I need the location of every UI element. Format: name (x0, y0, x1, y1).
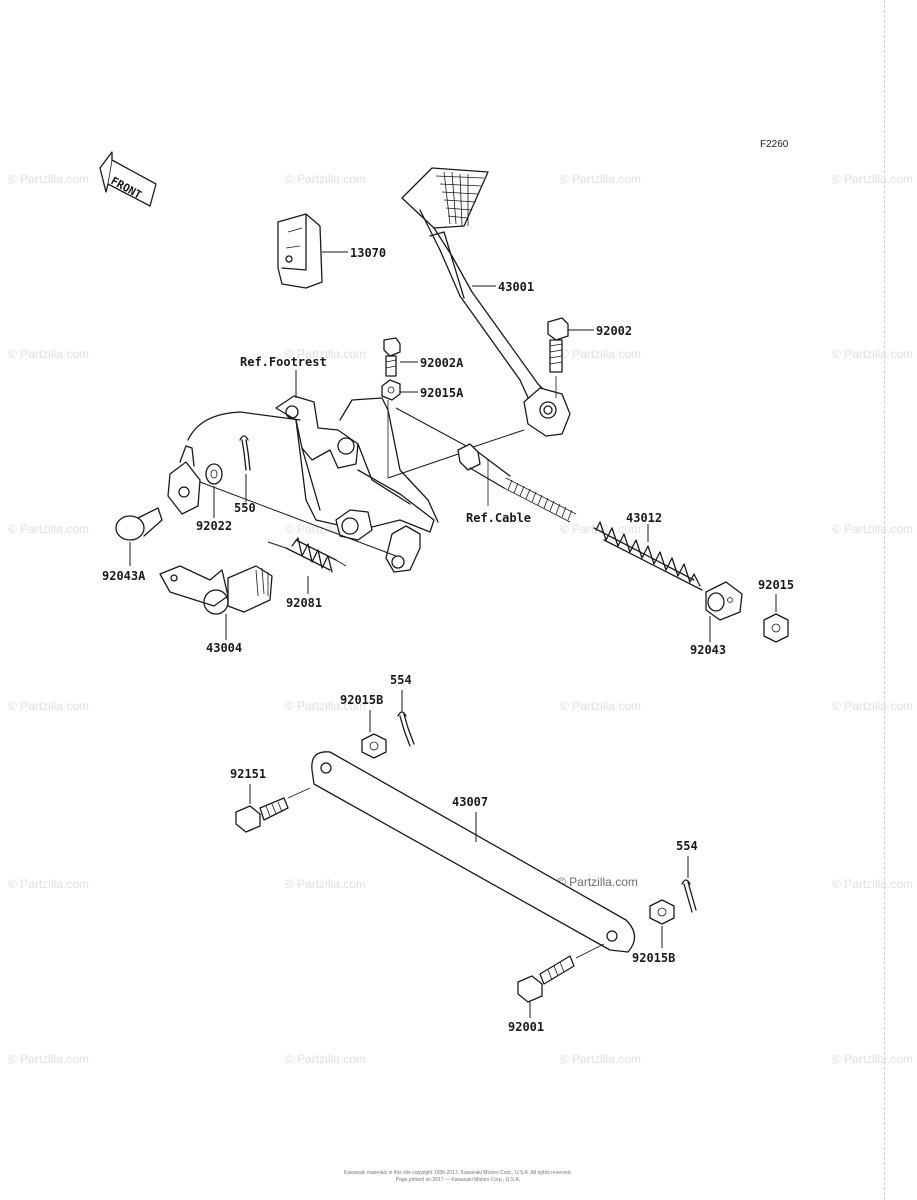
spring-92081 (267, 537, 347, 573)
bolt-92151 (235, 797, 289, 833)
nut-92015A (381, 379, 401, 401)
bolt-92002 (547, 317, 569, 373)
label-554-right: 554 (676, 839, 698, 853)
watermark: © Partzilla.com (832, 347, 913, 361)
nut-92015B-right (649, 899, 675, 925)
label-43004: 43004 (206, 641, 242, 655)
label-550: 550 (234, 501, 256, 515)
watermark: © Partzilla.com (560, 1052, 641, 1066)
watermark: © Partzilla.com (832, 172, 913, 186)
watermark: © Partzilla.com (8, 1052, 89, 1066)
label-92015: 92015 (758, 578, 794, 592)
brake-rod (457, 443, 577, 523)
brake-pedal-43001 (401, 167, 571, 437)
watermark: © Partzilla.com (8, 877, 89, 891)
watermark: © Partzilla.com (560, 699, 641, 713)
watermark: © Partzilla.com (8, 699, 89, 713)
bolt-92002A (383, 337, 401, 377)
page-edge-rule (884, 0, 885, 1200)
label-43012: 43012 (626, 511, 662, 525)
watermark: © Partzilla.com (8, 172, 89, 186)
pin-92043 (705, 581, 743, 621)
switch-clevis (167, 411, 397, 557)
bolt-92001 (517, 955, 575, 1003)
washer-92022 (205, 463, 223, 485)
label-13070: 13070 (350, 246, 386, 260)
label-92015B-right: 92015B (632, 951, 675, 965)
watermark-center: © Partzilla.com (557, 875, 638, 889)
label-92002A: 92002A (420, 356, 464, 370)
watermark: © Partzilla.com (285, 877, 366, 891)
label-92015B-top: 92015B (340, 693, 383, 707)
watermark: © Partzilla.com (285, 699, 366, 713)
watermark: © Partzilla.com (285, 172, 366, 186)
watermark: © Partzilla.com (560, 172, 641, 186)
label-43007: 43007 (452, 795, 488, 809)
watermark: © Partzilla.com (832, 699, 913, 713)
watermark-grid: © Partzilla.com © Partzilla.com © Partzi… (8, 172, 913, 1066)
cotter-pin-554-top (397, 711, 415, 747)
cotter-pin-554-right (681, 879, 697, 913)
label-92001: 92001 (508, 1020, 544, 1034)
pin-92043A (115, 507, 163, 541)
label-554-top: 554 (390, 673, 412, 687)
label-43001: 43001 (498, 280, 534, 294)
footrest-bracket (275, 395, 439, 573)
watermark: © Partzilla.com (285, 347, 366, 361)
spring-43012 (593, 521, 703, 591)
watermark: © Partzilla.com (8, 347, 89, 361)
watermark: © Partzilla.com (285, 1052, 366, 1066)
figure-code: F2260 (760, 139, 789, 150)
label-92151: 92151 (230, 767, 266, 781)
watermark: © Partzilla.com (832, 877, 913, 891)
label-92015A: 92015A (420, 386, 464, 400)
label-92002: 92002 (596, 324, 632, 338)
label-92081: 92081 (286, 596, 322, 610)
footer-copyright: Kawasaki materials in this site copyrigh… (344, 1170, 572, 1176)
cotter-pin-550 (239, 435, 251, 471)
shaft-lever-43004 (159, 565, 273, 615)
watermark: © Partzilla.com (560, 522, 641, 536)
front-arrow-icon: FRONT (99, 151, 157, 207)
label-92043: 92043 (690, 643, 726, 657)
watermark: © Partzilla.com (832, 1052, 913, 1066)
bracket-13070 (277, 213, 323, 289)
label-92022: 92022 (196, 519, 232, 533)
label-ref-cable: Ref.Cable (466, 511, 531, 525)
watermark: © Partzilla.com (832, 522, 913, 536)
label-ref-footrest: Ref.Footrest (240, 355, 327, 369)
watermark: © Partzilla.com (8, 522, 89, 536)
footer-printed: Page printed on 2017 — Kawasaki Motors C… (396, 1177, 521, 1183)
label-92043A: 92043A (102, 569, 146, 583)
watermark: © Partzilla.com (560, 347, 641, 361)
brake-rod-43007 (311, 751, 636, 953)
nut-92015B-top (361, 733, 387, 759)
nut-92015 (763, 613, 789, 643)
